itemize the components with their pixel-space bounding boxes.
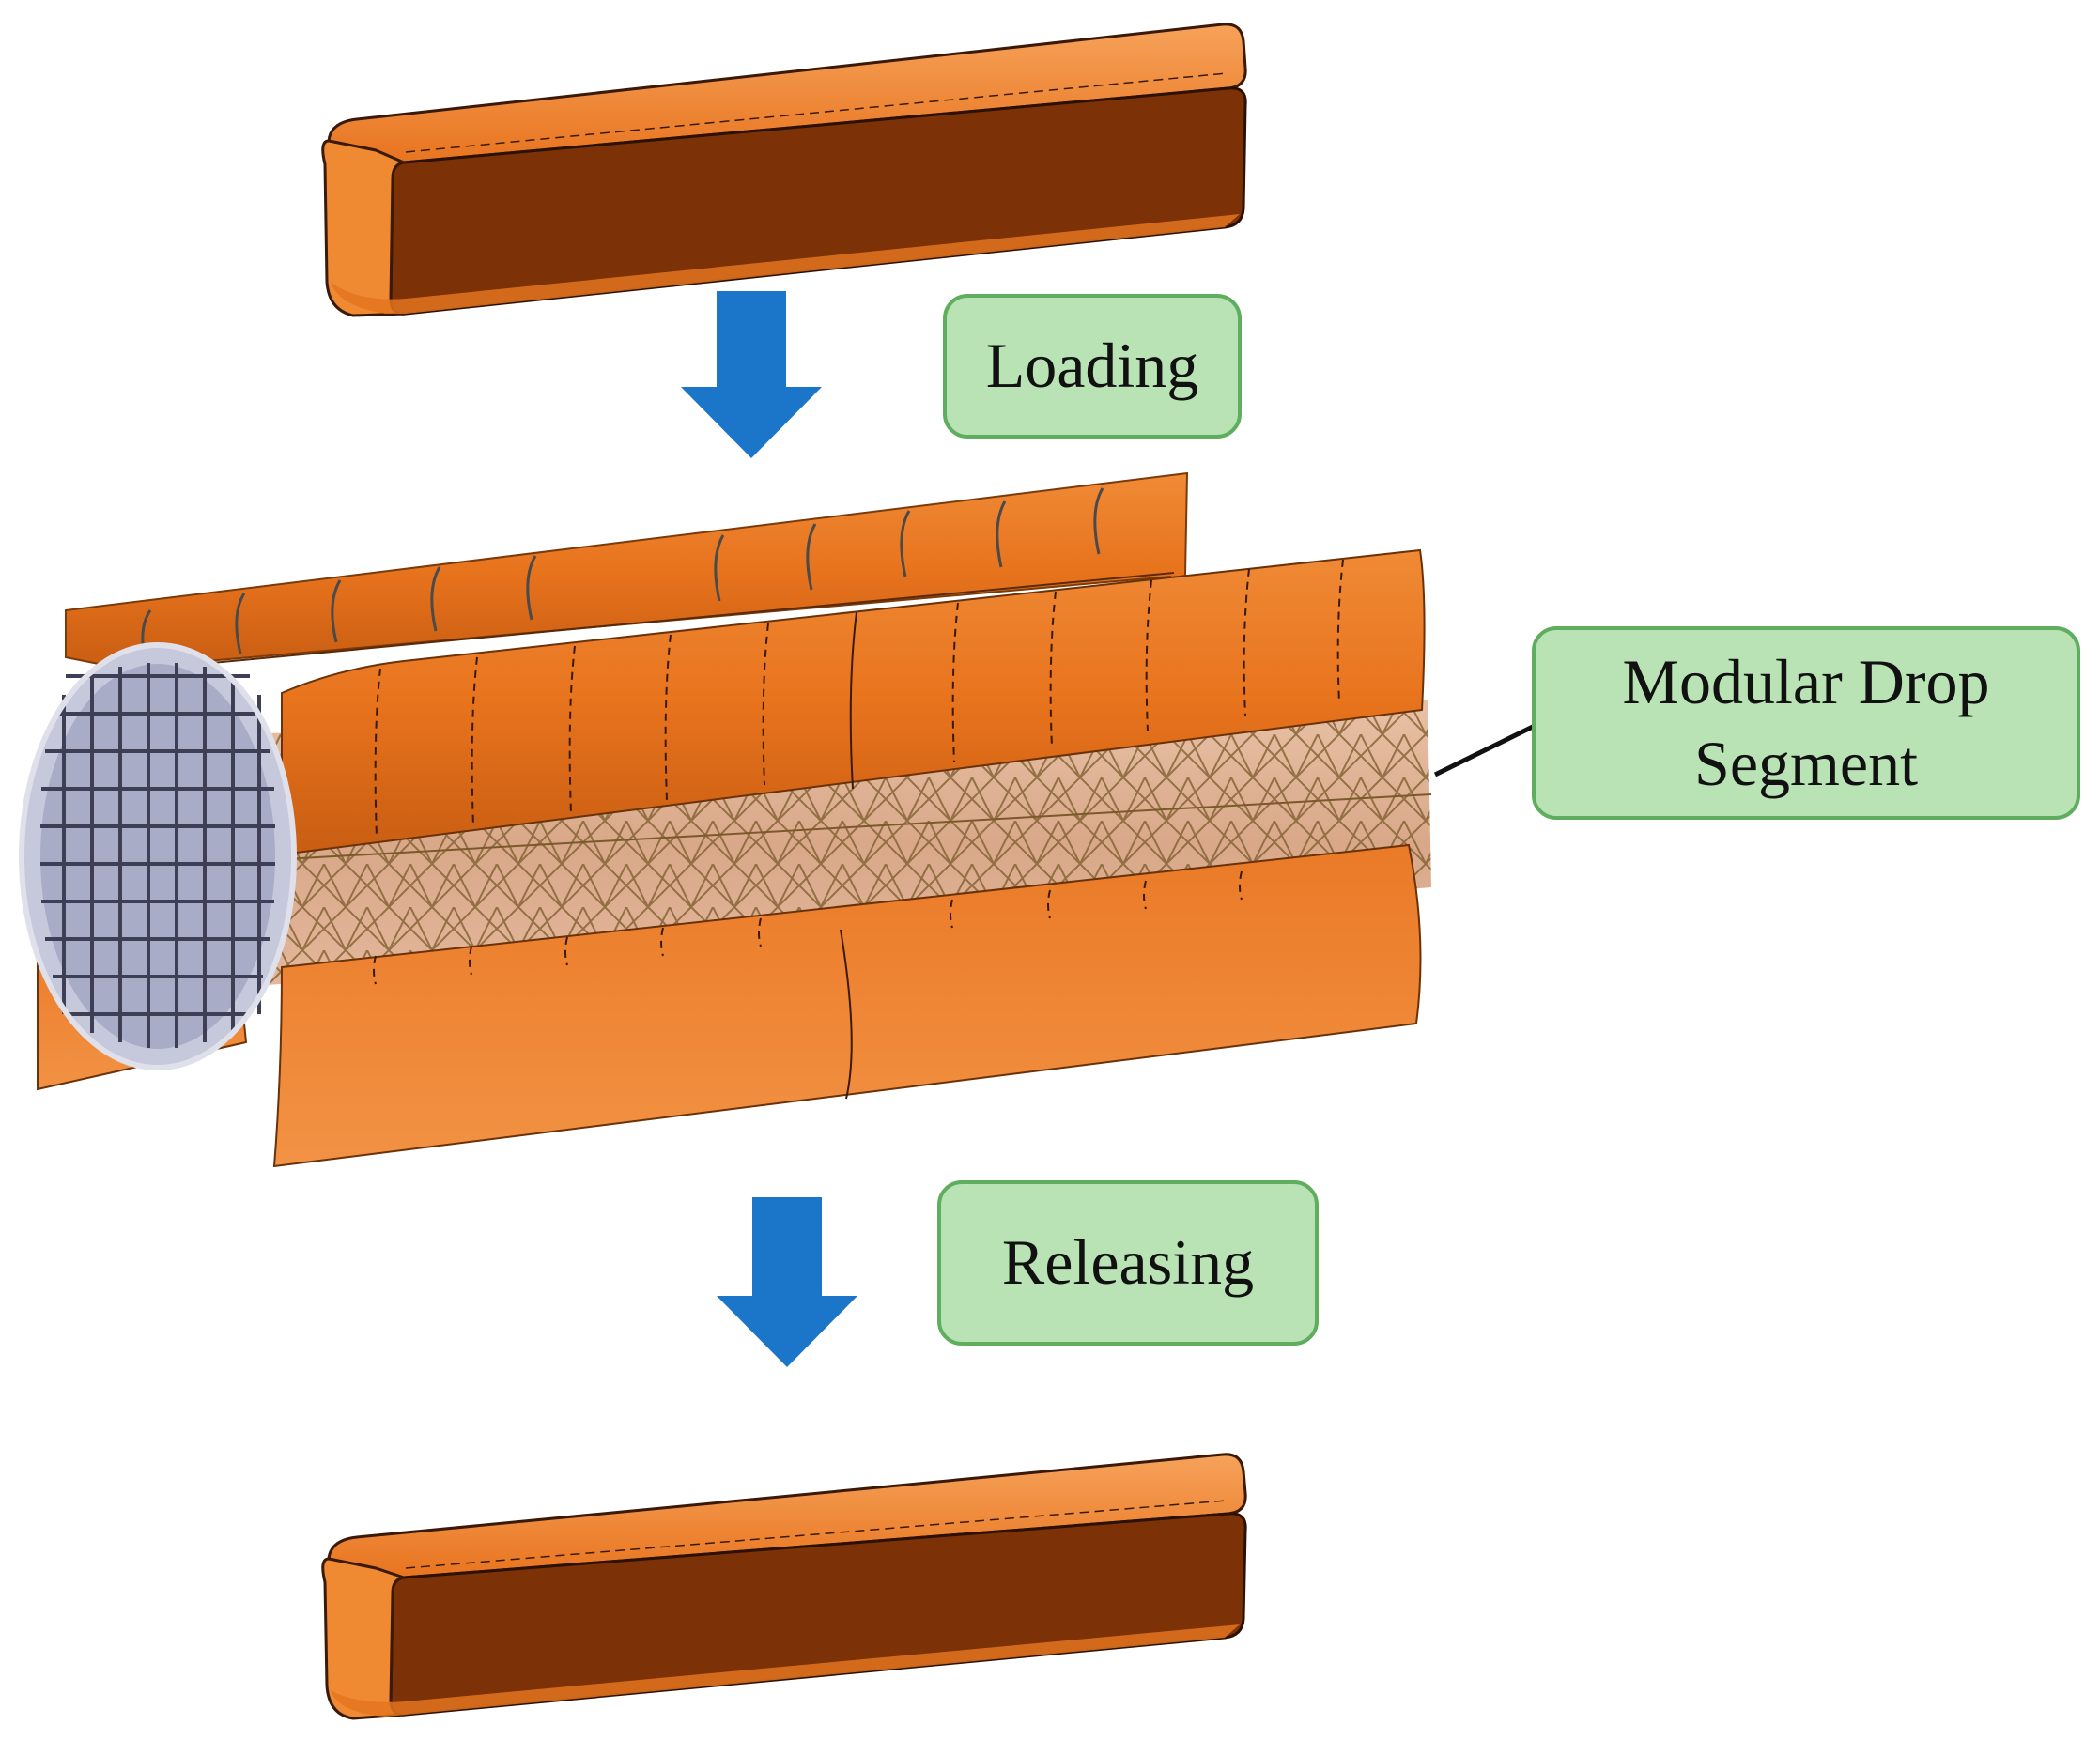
down-arrow-icon — [717, 1197, 857, 1367]
modular-drop-segment — [19, 471, 1432, 1168]
releasing-label: Releasing — [937, 1180, 1319, 1346]
loading-label: Loading — [943, 294, 1242, 439]
releasing-text: Releasing — [1001, 1226, 1255, 1299]
callout-line — [1433, 720, 1542, 777]
loading-text: Loading — [985, 330, 1199, 402]
segment-label-line1: Modular Drop — [1622, 645, 1990, 717]
modular-drop-segment-label: Modular Drop Segment — [1532, 626, 2080, 820]
payload-top — [321, 23, 1247, 317]
payload-bottom — [321, 1453, 1247, 1720]
segment-label-text: Modular Drop Segment — [1623, 641, 1990, 805]
down-arrow-icon — [681, 291, 822, 458]
segment-label-line2: Segment — [1694, 728, 1918, 799]
